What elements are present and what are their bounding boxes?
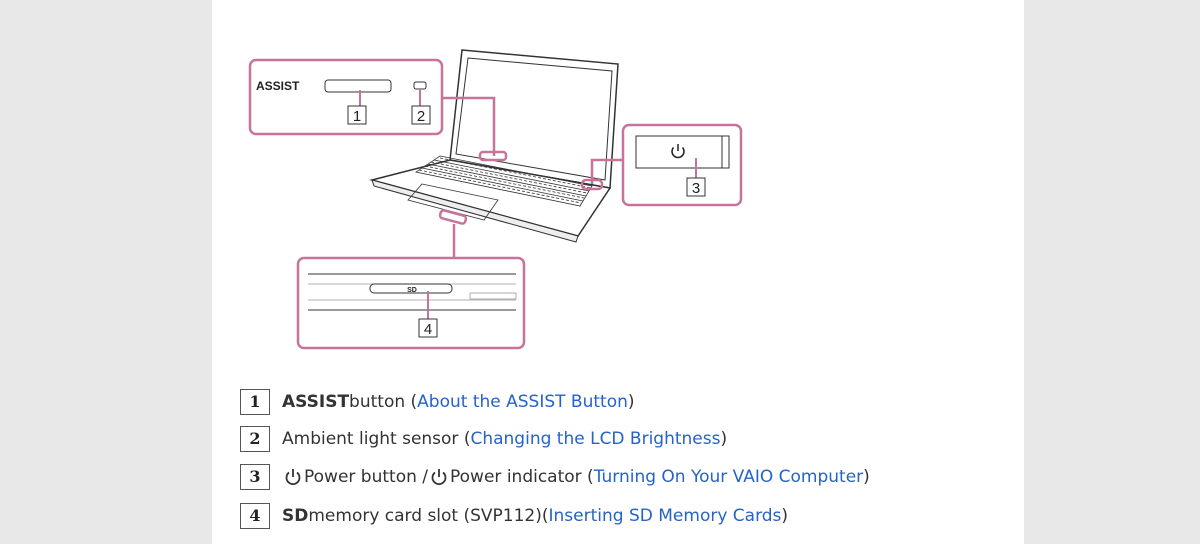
callout-number-3: 3 [692, 180, 700, 197]
laptop-illustration: ASSIST 1 2 3 [248, 49, 743, 350]
assist-term: ASSIST [282, 392, 350, 412]
power-indicator-icon [428, 466, 450, 488]
callout-number-1: 1 [353, 108, 361, 125]
link-inserting-sd-cards[interactable]: Inserting SD Memory Cards [548, 506, 782, 526]
legend-item-light-sensor: 2 Ambient light sensor ( Changing the LC… [240, 425, 727, 453]
content-page: ASSIST 1 2 3 [212, 0, 1024, 544]
callout-number-4: 4 [424, 321, 432, 338]
legend-item-sd-slot: 4 SD memory card slot (SVP112)( Insertin… [240, 502, 788, 530]
sd-description: memory card slot (SVP112)( [308, 506, 549, 526]
laptop-diagram: ASSIST 1 2 3 [240, 40, 760, 356]
legend-item-power: 3 Power button / Power indicator ( Turni… [240, 463, 870, 491]
sd-callout-label: SD [407, 287, 417, 294]
link-about-assist-button[interactable]: About the ASSIST Button [417, 392, 628, 412]
sd-term: SD [282, 506, 309, 526]
callout-number-2: 2 [417, 108, 425, 125]
legend-number-1: 1 [240, 389, 270, 415]
assist-description: button ( [349, 392, 418, 412]
close-paren: ) [627, 392, 635, 412]
power-button-text: Power button / [304, 467, 429, 487]
power-icon [282, 466, 304, 488]
close-paren: ) [720, 429, 728, 449]
light-sensor-description: Ambient light sensor ( [282, 429, 471, 449]
legend-number-2: 2 [240, 426, 270, 452]
legend-item-assist: 1 ASSIST button ( About the ASSIST Butto… [240, 388, 635, 416]
legend-number-3: 3 [240, 464, 270, 490]
link-turning-on-vaio[interactable]: Turning On Your VAIO Computer [593, 467, 864, 487]
close-paren: ) [781, 506, 789, 526]
assist-callout-label: ASSIST [256, 79, 300, 93]
power-indicator-text: Power indicator ( [450, 467, 594, 487]
legend-number-4: 4 [240, 503, 270, 529]
close-paren: ) [863, 467, 870, 487]
link-changing-lcd-brightness[interactable]: Changing the LCD Brightness [470, 429, 721, 449]
